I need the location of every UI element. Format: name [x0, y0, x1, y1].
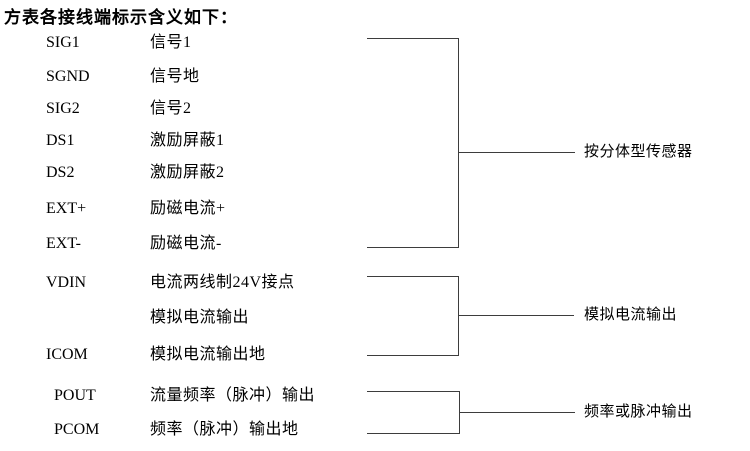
terminal-row: 模拟电流输出: [46, 307, 249, 329]
terminal-meaning: 信号2: [150, 100, 192, 117]
terminal-meaning: 激励屏蔽2: [150, 164, 225, 181]
bracket-line: [367, 391, 460, 434]
terminal-meaning: 频率（脉冲）输出地: [150, 421, 299, 438]
terminal-name: EXT-: [46, 235, 81, 252]
group-connector-line: [459, 412, 575, 413]
terminal-meaning: 励磁电流+: [150, 200, 226, 217]
terminal-row: VDIN 电流两线制24V接点: [46, 272, 295, 294]
terminal-meaning: 激励屏蔽1: [150, 132, 225, 149]
terminal-row: DS1 激励屏蔽1: [46, 130, 225, 152]
terminal-row: SIG1 信号1: [46, 32, 192, 54]
terminal-name: SIG2: [46, 100, 80, 117]
terminal-row: SIG2 信号2: [46, 98, 192, 120]
bracket-line: [367, 38, 459, 248]
terminal-meaning: 电流两线制24V接点: [150, 274, 295, 291]
terminal-row: EXT- 励磁电流-: [46, 233, 222, 255]
terminal-meaning: 流量频率（脉冲）输出: [150, 387, 316, 404]
terminal-name: ICOM: [46, 346, 88, 363]
group-connector-line: [458, 315, 574, 316]
group-connector-line: [458, 152, 575, 153]
terminal-row: POUT 流量频率（脉冲）输出: [46, 385, 315, 407]
terminal-meaning: 信号地: [150, 68, 200, 85]
terminal-meaning: 信号1: [150, 34, 192, 51]
terminal-row: ICOM 模拟电流输出地: [46, 344, 266, 366]
terminal-name: EXT+: [46, 200, 87, 217]
terminal-meaning: 励磁电流-: [150, 235, 222, 252]
bracket-line: [367, 276, 459, 356]
terminal-meaning: 模拟电流输出地: [150, 346, 266, 363]
terminal-name: SIG1: [46, 34, 80, 51]
terminal-row: SGND 信号地: [46, 66, 200, 88]
terminal-row: DS2 激励屏蔽2: [46, 162, 225, 184]
terminal-name: VDIN: [46, 274, 86, 291]
terminal-name: DS1: [46, 132, 75, 149]
terminal-name: SGND: [46, 68, 90, 85]
group-label: 模拟电流输出: [584, 307, 678, 323]
terminal-row: EXT+ 励磁电流+: [46, 198, 226, 220]
terminal-name: POUT: [54, 387, 96, 404]
group-label: 频率或脉冲输出: [584, 404, 693, 420]
terminal-meaning: 模拟电流输出: [150, 309, 250, 326]
terminal-row: PCOM 频率（脉冲）输出地: [46, 419, 299, 441]
terminal-name: PCOM: [54, 421, 100, 438]
terminal-name: DS2: [46, 164, 75, 181]
page-title: 方表各接线端标示含义如下：: [4, 8, 238, 27]
group-label: 按分体型传感器: [584, 144, 693, 160]
